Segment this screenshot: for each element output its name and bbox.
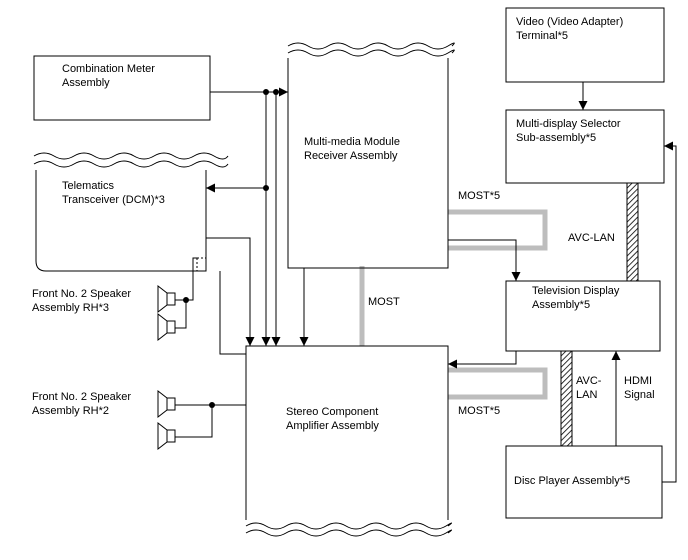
stereo-amplifier-label-2: Amplifier Assembly: [286, 420, 379, 432]
most-bus-top: [448, 209, 548, 251]
line-speaker3-wiring-b: [175, 300, 187, 329]
video-terminal-box: [505, 7, 665, 83]
television-display-label-1: Television Display: [532, 285, 620, 297]
disc-player-box: [505, 445, 663, 519]
line-mmm-to-tv: [448, 239, 521, 281]
disc-player-label: Disc Player Assembly*5: [514, 475, 630, 487]
line-speaker3-wiring: [175, 257, 197, 301]
junction-dot: [209, 402, 215, 408]
television-display-box: [505, 280, 661, 352]
line-speaker2-wiring-b: [175, 405, 213, 438]
multimedia-module-box: [287, 42, 455, 269]
speaker-rh3-label-1: Front No. 2 Speaker: [32, 288, 131, 300]
most-bottom-label: MOST*5: [458, 405, 500, 417]
speaker-icon: [157, 389, 176, 419]
combination-meter-label-1: Combination Meter: [62, 63, 155, 75]
display-selector-label-2: Sub-assembly*5: [516, 132, 596, 144]
avc-lan-lower-label-1: AVC-: [576, 375, 602, 387]
avc-lan-upper-label: AVC-LAN: [568, 232, 615, 244]
multimedia-module-label-1: Multi-media Module: [304, 136, 400, 148]
television-display-label-2: Assembly*5: [532, 299, 590, 311]
speaker-icon: [157, 312, 176, 342]
display-selector-label-1: Multi-display Selector: [516, 118, 621, 130]
hdmi-label-1: HDMI: [624, 375, 652, 387]
avc-lan-lower-label-2: LAN: [576, 389, 597, 401]
combination-meter-label-2: Assembly: [62, 77, 110, 89]
avc-lan-lower-connector: [560, 349, 573, 447]
speaker-rh3-label-2: Assembly RH*3: [32, 302, 109, 314]
line-tv-to-amp: [448, 351, 517, 369]
junction-dot: [263, 89, 269, 95]
most-top-label: MOST*5: [458, 190, 500, 202]
most-bus-bottom: [448, 367, 548, 400]
junction-dot: [263, 185, 269, 191]
avc-lan-upper-connector: [626, 181, 639, 283]
video-terminal-label-1: Video (Video Adapter): [516, 16, 623, 28]
multimedia-module-label-2: Receiver Assembly: [304, 150, 398, 162]
telematics-label-2: Transceiver (DCM)*3: [62, 194, 165, 206]
stereo-amplifier-label-1: Stereo Component: [286, 406, 378, 418]
line-telematics-to-amp: [206, 237, 255, 346]
junction-dot: [183, 297, 189, 303]
telematics-box: [33, 152, 229, 272]
hdmi-label-2: Signal: [624, 389, 655, 401]
stereo-amplifier-box: [245, 345, 452, 537]
speaker-rh2-label-1: Front No. 2 Speaker: [32, 391, 131, 403]
display-selector-box: [505, 109, 665, 184]
junction-dot: [273, 89, 279, 95]
telematics-label-1: Telematics: [62, 180, 114, 192]
combination-meter-box: [33, 55, 211, 121]
speaker-icon: [157, 421, 176, 451]
speaker-icon: [157, 284, 176, 314]
speaker-rh2-label-2: Assembly RH*2: [32, 405, 109, 417]
line-disc-to-selector: [662, 141, 677, 483]
video-terminal-label-2: Terminal*5: [516, 30, 568, 42]
most-center-label: MOST: [368, 296, 400, 308]
line-speaker3-to-amp: [219, 271, 246, 355]
